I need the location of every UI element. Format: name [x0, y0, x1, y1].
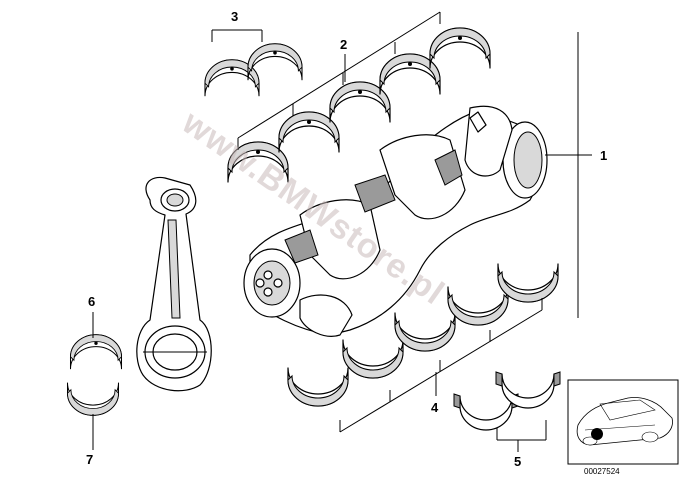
callout-7-label: 7	[86, 452, 93, 467]
callout-4-leader	[339, 298, 543, 433]
callout-5-leader	[496, 420, 547, 452]
connecting-rod	[136, 176, 212, 392]
vehicle-location-thumbnail: 00027524	[567, 379, 679, 476]
callout-5-label: 5	[514, 454, 521, 469]
callout-1-label: 1	[600, 148, 607, 163]
callout-3-label: 3	[231, 9, 238, 24]
crankshaft	[243, 105, 548, 337]
callout-6-label: 6	[88, 294, 95, 309]
conrod-bearing-shell-lower	[66, 382, 120, 416]
callout-2-leader	[237, 11, 441, 150]
upper-thrust-bearing-shells	[204, 43, 303, 97]
callout-1-leader	[545, 32, 592, 318]
callout-3-leader	[211, 29, 263, 42]
callout-2-label: 2	[340, 37, 347, 52]
location-marker-icon	[591, 428, 603, 440]
reference-number: 00027524	[584, 467, 620, 476]
lower-thrust-bearing-shells	[453, 371, 561, 431]
conrod-bearing-shell-upper	[69, 334, 123, 370]
callout-4-label: 4	[431, 400, 439, 415]
